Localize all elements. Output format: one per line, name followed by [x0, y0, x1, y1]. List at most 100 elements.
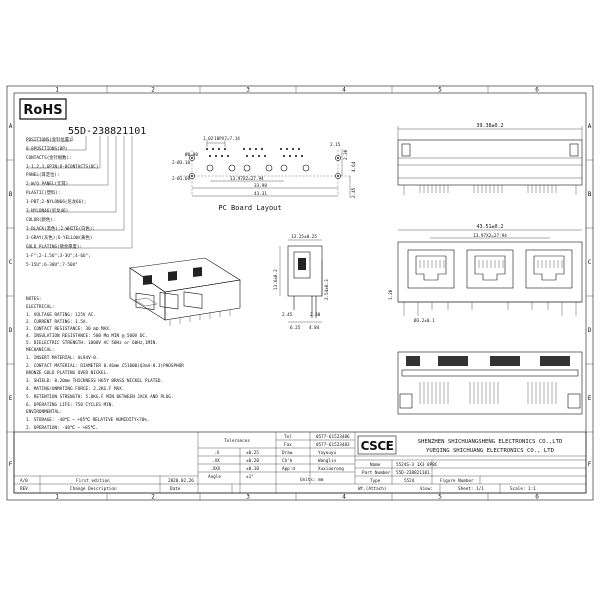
rj45-port-2 — [466, 249, 514, 289]
pcb-dimension-lines — [192, 140, 351, 198]
col-label: 1 — [55, 87, 59, 94]
front-view: 43.51±0.2 13.97X2=27.94 1.20 Ø3.2±0.1 — [388, 224, 583, 324]
fax-label: Fax — [284, 442, 292, 448]
legend-line: PANEL(耳定位): — [26, 171, 60, 178]
revision-header: REV — [20, 486, 28, 492]
tol-value: ±0.10 — [246, 466, 259, 472]
note-line: 5. RETENTION STRENGTH: 5.0KG.F MIN BETWE… — [26, 394, 173, 400]
front-dim: 13.97X2=27.94 — [473, 233, 507, 239]
revision-date: 2020.02.26 — [168, 478, 194, 484]
row-label: C — [588, 259, 592, 266]
note-line: 2. CONTACT MATERIAL: DIAMETER 0.46mm C51… — [26, 363, 184, 369]
type-label: Type — [370, 478, 381, 484]
tol-value: ±0.20 — [246, 458, 259, 464]
approve-label: App'd — [282, 466, 295, 472]
company-name-2: YUEQING SHICHUANG ELECTRONICS CO., LTD — [426, 448, 555, 454]
pcb-hole-group — [180, 147, 350, 196]
tol-value: ±1° — [246, 474, 254, 480]
side-dim: 2.54±0.3 — [324, 279, 330, 300]
tol-value: ±0.25 — [246, 450, 259, 456]
col-label: 5 — [438, 87, 442, 94]
rohs-mark: RoHS — [19, 98, 67, 120]
legend-line: POSITIONS(金针位置): — [26, 136, 74, 143]
row-label: B — [9, 191, 13, 198]
side-dim: 2.45 — [282, 312, 293, 318]
isometric-view — [129, 257, 241, 326]
tol-format: .XX — [212, 458, 220, 464]
tel-value: 0577-61523486 — [316, 434, 350, 440]
pcb-dim: 2.45 — [351, 187, 357, 198]
front-dim: 1.20 — [388, 289, 394, 300]
row-label: F — [9, 461, 13, 468]
row-label: D — [9, 327, 13, 334]
legend-line: 1-BLACK(黑色);2-WHITE(白色); — [26, 225, 95, 232]
tolerances-label: Tolerances — [224, 438, 250, 444]
units-label: Units: mm — [300, 477, 324, 483]
date-header: Date — [170, 486, 181, 492]
row-label: F — [588, 461, 592, 468]
note-line: 4. INSULATION RESISTANCE: 500 MΩ MIN @ 5… — [26, 333, 148, 339]
note-line: 3. SHIELD: 0.20mm THICKNESS H65Y BRASS N… — [26, 378, 163, 384]
note-line: NOTES: — [26, 296, 42, 302]
change-description-header: Change Description — [70, 486, 117, 492]
tol-format: .X — [214, 450, 220, 456]
side-view: 13.25±0.25 13.6±0.2 2.54±0.3 2.45 2.30 6… — [273, 234, 330, 331]
legend-line: 1-F";2-1.5U";3-3U";4-6U"; — [26, 253, 91, 259]
front-dim: 43.51±0.2 — [476, 224, 503, 230]
col-label: 5 — [438, 494, 442, 501]
pcb-dim: 10PX7=7.14 — [214, 136, 240, 142]
company-logo: CSCE — [357, 435, 397, 455]
check-value: Wanglin — [318, 458, 337, 464]
legend-line: 5-15U";6-30U";7-50U" — [26, 262, 78, 268]
scale-label: Scale: 1:1 — [510, 486, 536, 492]
legend-line: GOLD PLATING(镀金厚度): — [26, 243, 82, 250]
rj45-port-1 — [407, 249, 455, 289]
pcb-dim: 43.31 — [254, 191, 267, 197]
name-label: Name — [370, 462, 381, 468]
check-label: Ch'k — [282, 458, 293, 464]
row-label: E — [588, 395, 592, 402]
type-value: 5524 — [404, 478, 415, 484]
legend-line: 3-NYLON46(尼龙46) — [26, 207, 68, 214]
logo-text: CSCE — [361, 439, 394, 453]
pcb-dim: 2-Ø1.60 — [172, 175, 191, 182]
bottom-view — [397, 351, 583, 415]
part-number-value: 55D-238821101 — [396, 470, 430, 476]
legend-line: 8-8POSITIONS(8P) — [26, 146, 67, 152]
approve-value: Xuxiaorong — [318, 466, 344, 472]
row-label: C — [9, 259, 13, 266]
draw-label: Draw — [282, 450, 293, 456]
part-number-code: 55D-238821101 — [68, 126, 146, 137]
rj45-port-3 — [525, 249, 573, 289]
col-label: 3 — [246, 87, 250, 94]
col-label: 4 — [342, 494, 346, 501]
note-line: 3. CONTACT RESISTANCE: 30 mΩ MAX. — [26, 326, 111, 332]
pcb-dim: 1.02 — [203, 136, 214, 142]
pcb-dimension-labels: 1.02 10PX7=7.14 2-Ø3.10 Ø0.90 2-Ø1.60 13… — [172, 136, 357, 198]
pcb-layout-title: PC Board Layout — [218, 204, 281, 212]
legend-line: PLASTIC(塑料): — [26, 189, 60, 196]
revision-code: A/0 — [20, 478, 28, 484]
col-label: 1 — [55, 494, 59, 501]
top-view: 39.38±0.2 — [397, 123, 583, 195]
pcb-dim: Ø0.90 — [185, 151, 198, 158]
note-line: 2. OPERATION: -40℃ ~ +85℃. — [26, 425, 98, 431]
weight-label: Wt.(Attach) — [358, 486, 386, 492]
side-dim: 2.30 — [310, 312, 321, 318]
pcb-dim: 4.64 — [351, 161, 357, 172]
note-line: 4. MATING/UNMATING FORCE: 2.2KG.F MAX. — [26, 386, 124, 392]
fax-value: 0577-61523483 — [316, 442, 350, 448]
side-dim: 4.84 — [309, 325, 320, 331]
row-label: A — [588, 123, 592, 130]
view-label: View: — [420, 486, 433, 492]
title-block: Tolerances .X ±0.25 .XX ±0.20 .XXX ±0.10… — [13, 431, 587, 494]
note-line: ENVIRONMENTAL: — [26, 409, 62, 415]
note-line: 1. VOLTAGE RATING: 125V AC. — [26, 312, 96, 318]
pcb-dim: 2.30 — [343, 149, 349, 160]
top-dim: 39.38±0.2 — [476, 123, 503, 129]
pcb-dim: 2-Ø3.10 — [172, 159, 191, 166]
col-label: 6 — [535, 494, 539, 501]
legend-line: CONTACTS(金针根数): — [26, 154, 72, 161]
top-view-pins — [403, 185, 577, 195]
